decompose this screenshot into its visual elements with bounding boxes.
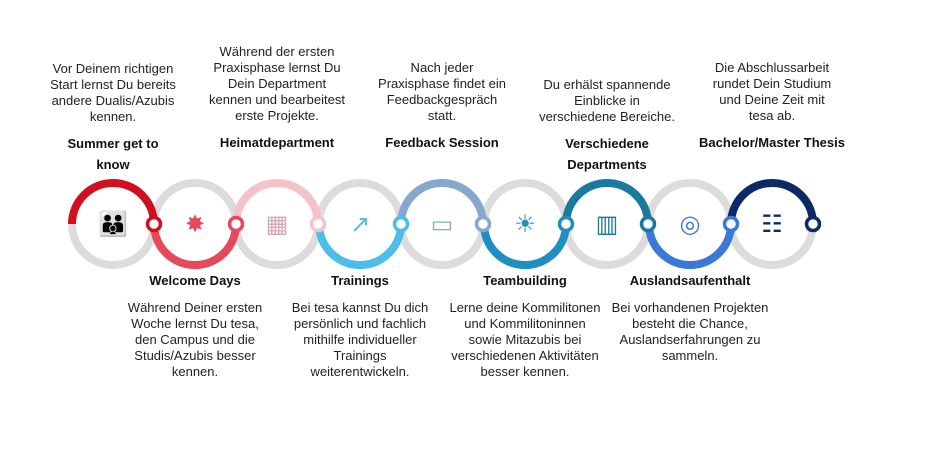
connector-dot [639, 215, 657, 233]
group-people-icon: 👪 [98, 210, 128, 238]
ring-arc-5 [397, 179, 487, 225]
team-growth-icon: ↗ [350, 210, 370, 238]
connector-dot [145, 215, 163, 233]
step-title: Heimatdepartment [219, 135, 335, 150]
ring-arc-9 [727, 179, 817, 225]
connector-dot [804, 215, 822, 233]
ring-arc-3 [232, 179, 322, 225]
step-title: Trainings [331, 273, 389, 288]
ring-arc-1 [68, 179, 158, 225]
connector-dot [309, 215, 327, 233]
office-building-icon: ▦ [266, 210, 289, 238]
landscape-sun-icon: ☀ [514, 210, 536, 238]
ring-arc-2 [150, 223, 240, 269]
ring-arc-4 [315, 223, 405, 269]
step-title: Auslandsaufenthalt [629, 273, 751, 288]
hands-star-icon: ✸ [185, 210, 205, 238]
presentation-meeting-icon: ▭ [431, 210, 454, 238]
step-title: Bachelor/Master Thesis [699, 135, 845, 150]
ring-arc-7 [562, 179, 652, 225]
step-title: Teambuilding [483, 273, 567, 288]
connector-dot [557, 215, 575, 233]
connector-dot [392, 215, 410, 233]
connector-dot [227, 215, 245, 233]
city-buildings-icon: ▥ [596, 210, 619, 238]
step-title: Welcome Days [149, 273, 241, 288]
ring-arc-8 [645, 223, 735, 269]
ring-arc-6 [480, 223, 570, 269]
step-title: Feedback Session [385, 135, 499, 150]
connector-dot [474, 215, 492, 233]
connector-dot [722, 215, 740, 233]
open-book-icon: ☷ [761, 210, 783, 238]
globe-icon: ◎ [680, 210, 701, 238]
